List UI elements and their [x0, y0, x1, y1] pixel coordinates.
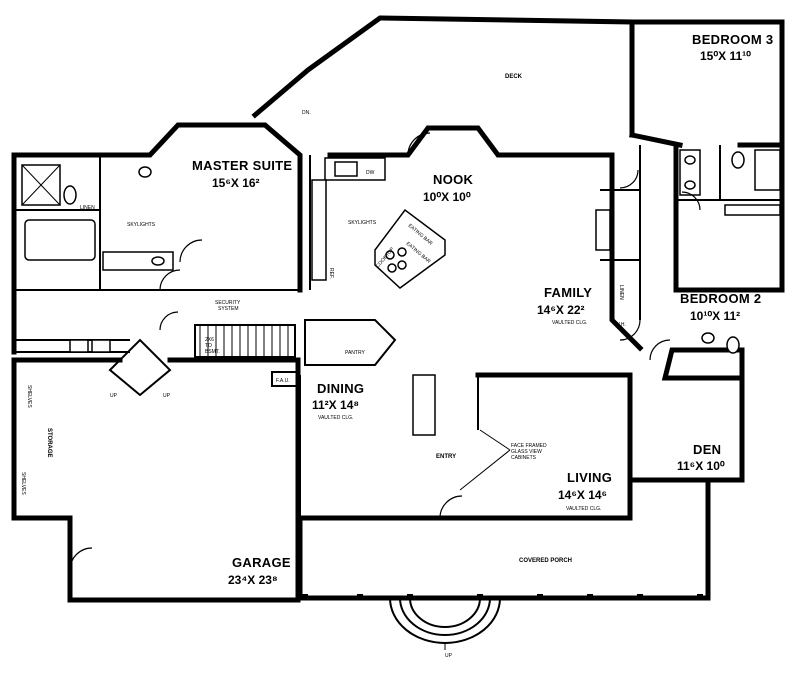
linen-label-1: LINEN [80, 205, 95, 211]
up-label-1: UP [110, 393, 118, 399]
stair-box [194, 324, 296, 358]
bathtub [24, 219, 96, 261]
porch-post [407, 594, 413, 600]
skylights-label-2: SKYLIGHTS [348, 220, 377, 226]
master-door [179, 239, 203, 263]
view-cabinet [412, 374, 436, 436]
pantry-outline [304, 319, 397, 366]
dn-label: DN. [302, 110, 311, 116]
nook-bay-wall [327, 125, 644, 352]
glass-note-2: GLASS VIEW [511, 449, 542, 455]
dining-name: DINING [317, 381, 364, 396]
toilet [63, 185, 77, 205]
room-labels: DECK BEDROOM 3 15⁰X 11¹⁰ MASTER SUITE 15… [192, 32, 773, 587]
nook-door [407, 132, 431, 156]
family-dim: 14⁶X 22² [537, 303, 585, 317]
fau-label: F.A.U. [276, 378, 290, 384]
ref-label: REF. [328, 268, 334, 279]
up-label-2: UP [163, 393, 171, 399]
bath2-toilet [731, 151, 745, 169]
shelves-label-1: SHELVES [26, 385, 32, 408]
bedroom2-wall [673, 142, 785, 293]
skylights-label-1: SKYLIGHTS [127, 222, 156, 228]
interior-walls [14, 145, 782, 518]
glass-note-3: CABINETS [511, 455, 537, 461]
deck-label: DECK [505, 74, 523, 80]
entry-label: ENTRY [436, 454, 456, 460]
entry-door [439, 495, 463, 519]
garage-name: GARAGE [232, 555, 291, 570]
storage-label: STORAGE [46, 428, 52, 458]
den-name: DEN [693, 442, 721, 457]
bedroom3-lower-wall [629, 132, 683, 148]
den-upper-wall [661, 347, 745, 381]
stair-note-1: 2X6 [205, 337, 214, 343]
living-note: VAULTED CLG. [566, 506, 601, 512]
stair-note-2: TO [205, 343, 212, 349]
fixtures [21, 149, 781, 436]
dining-dim: 11²X 14⁸ [312, 398, 359, 412]
dw-label: DW [366, 170, 375, 176]
living-name: LIVING [567, 470, 612, 485]
porch-post [302, 594, 308, 600]
deck-rail [251, 15, 635, 138]
master-dim: 15⁶X 16² [212, 176, 260, 190]
garage-door [69, 547, 93, 571]
master-name: MASTER SUITE [192, 158, 292, 173]
glass-note-1: FACE FRAMED [511, 443, 547, 449]
security-label-2: SYSTEM [218, 306, 239, 312]
kitchen-sink [334, 161, 358, 177]
front-steps [389, 597, 501, 650]
garage-dim: 23⁴X 23⁸ [228, 573, 278, 587]
den-wall [629, 347, 745, 483]
wh-label: W.H. [615, 322, 626, 328]
nook-name: NOOK [433, 172, 474, 187]
vanity [102, 251, 174, 271]
closet-shelf [724, 204, 781, 216]
exterior-walls [11, 15, 785, 603]
basement-stairs [108, 324, 296, 397]
porch-post [697, 594, 703, 600]
kitchen-counter-west [311, 179, 327, 281]
master-top-wall [11, 122, 303, 293]
bedroom2-name: BEDROOM 2 [680, 291, 761, 306]
family-note: VAULTED CLG. [552, 320, 587, 326]
pantry-label: PANTRY [345, 350, 365, 356]
porch-outline [297, 477, 711, 601]
entry-landing [108, 338, 172, 397]
porch-post [477, 594, 483, 600]
porch-post [587, 594, 593, 600]
shelves-label-2: SHELVES [20, 472, 26, 495]
doors [69, 132, 701, 571]
bath2-tub [754, 149, 781, 191]
bedroom2-dim: 10¹⁰X 11² [690, 309, 740, 323]
lav [138, 166, 152, 178]
bedroom3-name: BEDROOM 3 [692, 32, 773, 47]
linen-label-2: LINEN [618, 285, 624, 300]
den-dim: 11⁶X 10⁰ [677, 459, 725, 473]
up-label-3: UP [445, 653, 453, 659]
security-label-1: SECURITY [215, 300, 241, 306]
porch-label: COVERED PORCH [519, 558, 572, 564]
nook-dim: 10⁰X 10⁰ [423, 190, 471, 204]
fireplace-hearth [595, 209, 611, 251]
porch-post [637, 594, 643, 600]
stair-note-3: BSMT. [205, 349, 220, 355]
bedroom3-dim: 15⁰X 11¹⁰ [700, 49, 751, 63]
fau-box [271, 371, 299, 387]
porch-post [357, 594, 363, 600]
dining-note: VAULTED CLG. [318, 415, 353, 421]
porch-posts [302, 594, 703, 600]
living-dim: 14⁶X 14⁶ [558, 488, 607, 502]
porch-post [537, 594, 543, 600]
bedroom3-wall [629, 19, 785, 148]
sink [151, 256, 165, 266]
family-name: FAMILY [544, 285, 592, 300]
